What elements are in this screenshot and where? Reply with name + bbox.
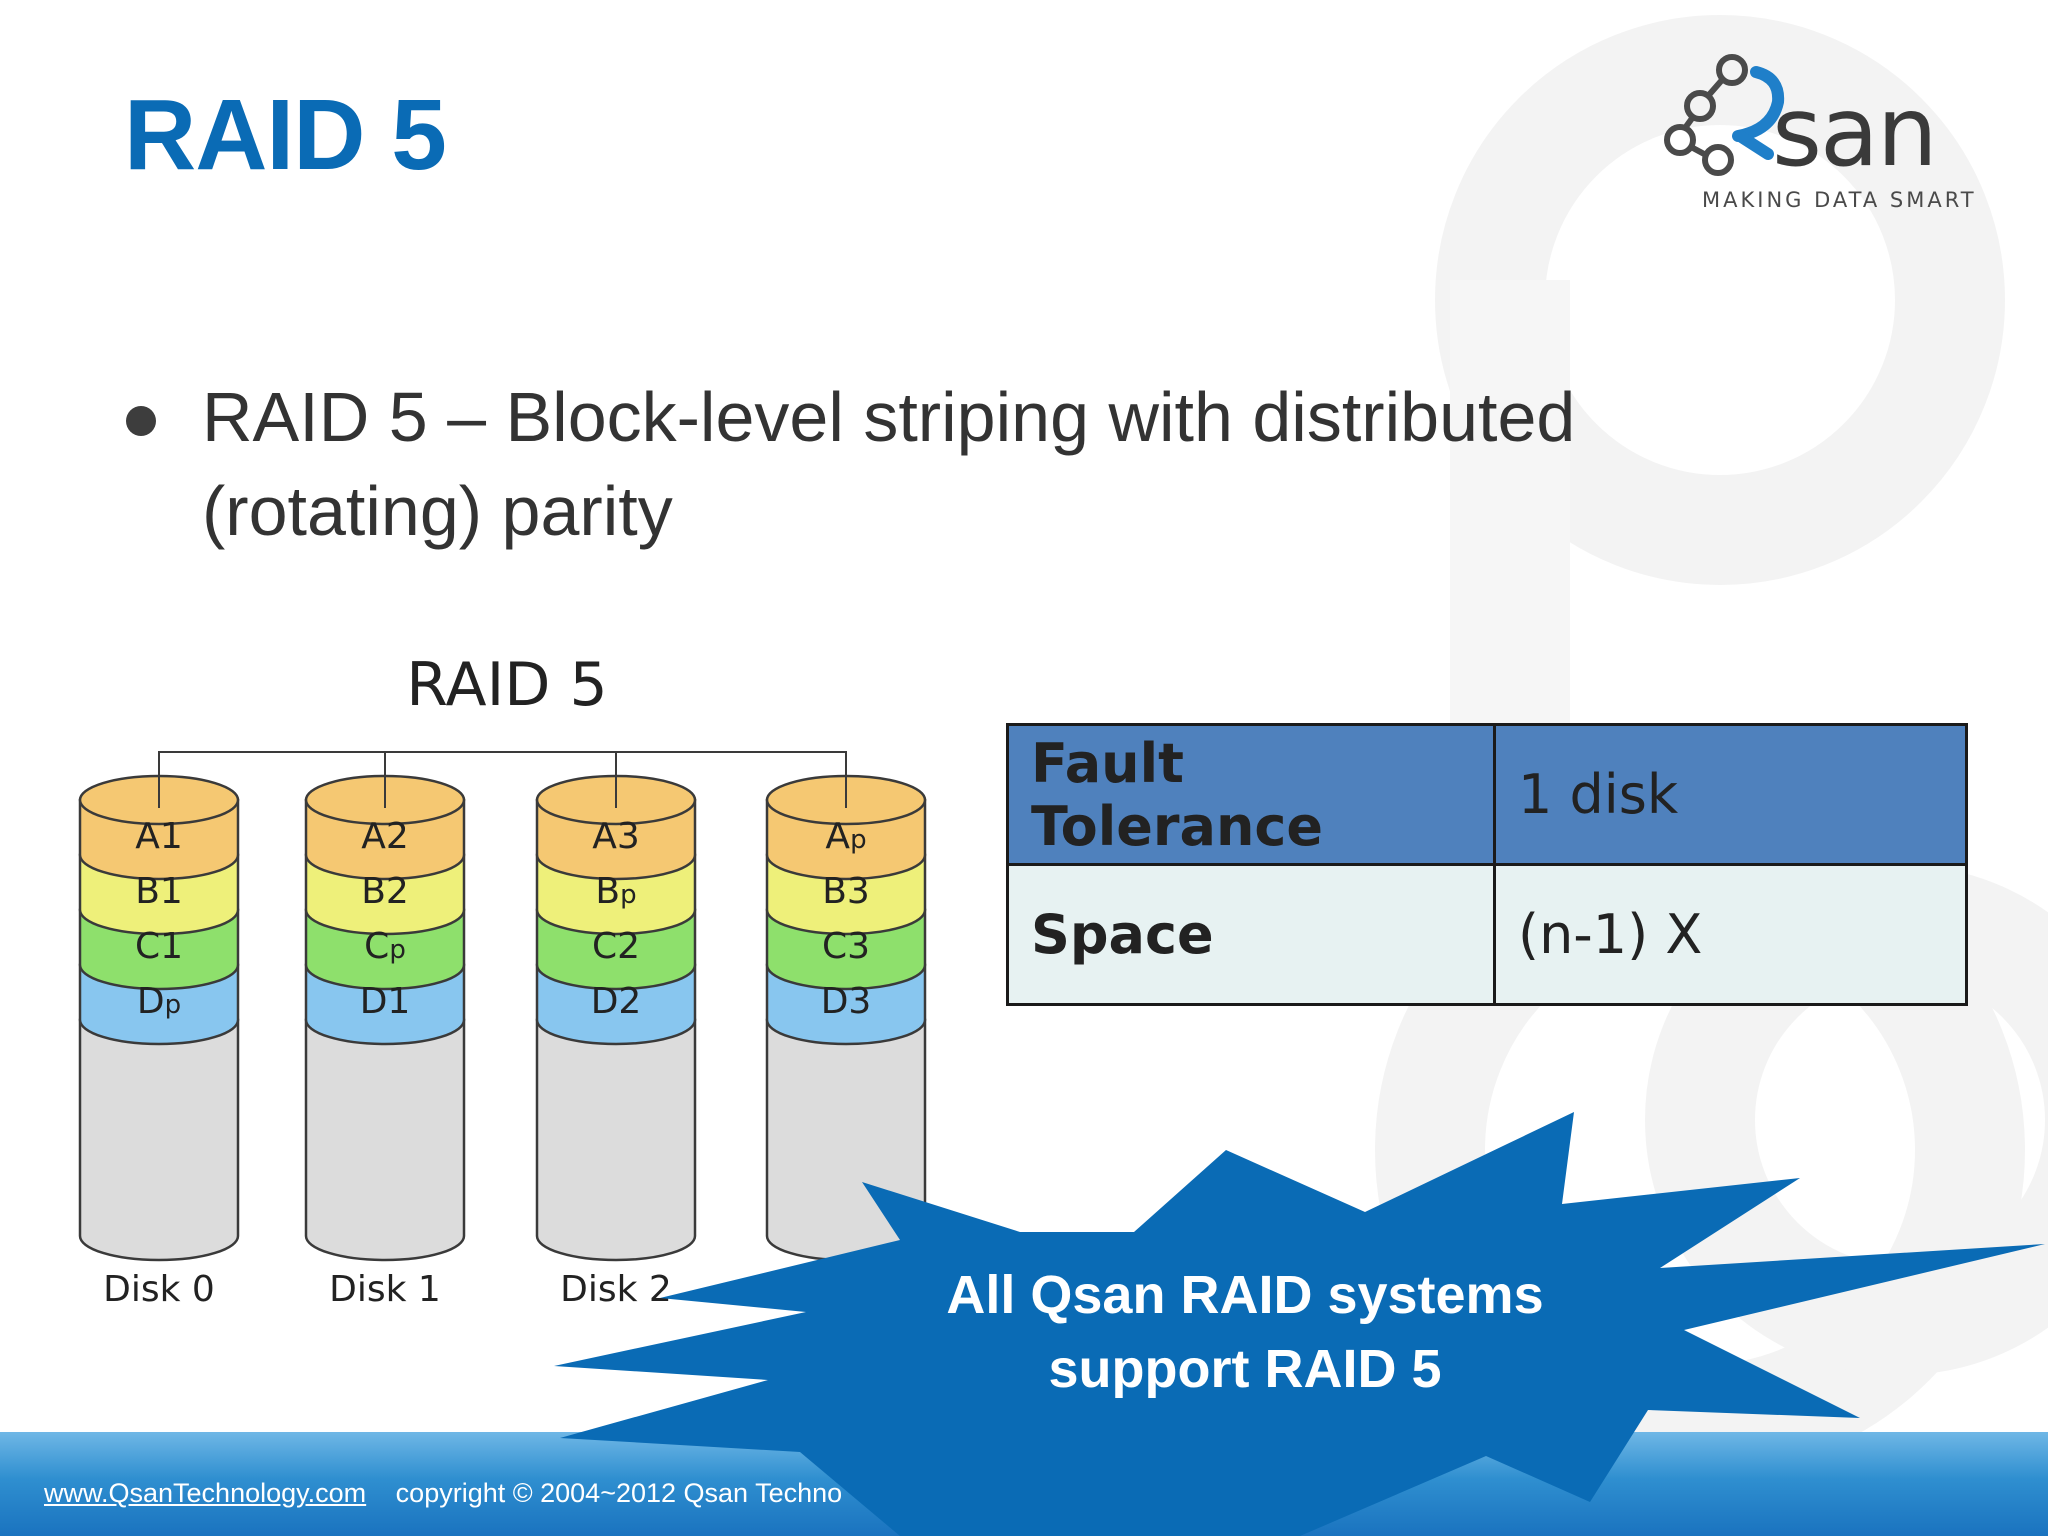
disk-label: Disk 3 — [790, 1269, 902, 1310]
footer-rights: All Rights …served. — [979, 1478, 1217, 1508]
disk-free-space — [765, 1018, 927, 1262]
block-label: D3 — [821, 981, 872, 1022]
block-label: C1 — [135, 926, 183, 967]
block-label: C3 — [822, 926, 870, 967]
bullet-text: RAID 5 – Block-level striping with distr… — [202, 378, 1576, 550]
space-label: Space — [1006, 863, 1496, 1006]
disk-free-space — [304, 1018, 466, 1262]
disk-label: Disk 2 — [560, 1269, 672, 1310]
disk-label: Disk 1 — [329, 1269, 441, 1310]
footer-text: www.QsanTechnology.com copyright © 2004~… — [44, 1478, 1217, 1509]
diagram-title: RAID 5 — [406, 660, 607, 720]
table-row-fault-tolerance: Fault Tolerance 1 disk — [1006, 723, 1968, 866]
block-label: B3 — [822, 871, 870, 912]
bullet-dot-icon — [126, 406, 156, 436]
block-label: D2 — [591, 981, 642, 1022]
block-label: Ap — [825, 816, 866, 857]
footer-copyright: copyright © 2004~2012 Qsan Techno — [395, 1478, 843, 1508]
callout-line-2: support RAID 5 — [1048, 1339, 1442, 1399]
logo-tagline: MAKING DATA SMART — [1702, 188, 1977, 212]
block-label: A3 — [592, 816, 640, 857]
spec-table: Fault Tolerance 1 disk Space (n-1) X — [1006, 723, 1968, 1006]
block-label: B1 — [135, 871, 183, 912]
fault-tolerance-value: 1 disk — [1493, 723, 1968, 866]
block-label: C2 — [592, 926, 640, 967]
diagram-connector — [158, 751, 847, 800]
callout-line-1: All Qsan RAID systems — [946, 1265, 1544, 1325]
footer-website-link[interactable]: www.QsanTechnology.com — [44, 1478, 367, 1508]
disk-label: Disk 0 — [103, 1269, 215, 1310]
logo-wordmark: san — [1772, 76, 1938, 188]
qsan-logo: san MAKING DATA SMART — [1660, 40, 2010, 220]
block-label: B2 — [361, 871, 409, 912]
callout-text: All Qsan RAID systems support RAID 5 — [900, 1258, 1590, 1406]
block-label: Dp — [137, 981, 181, 1022]
block-label: D1 — [360, 981, 411, 1022]
table-row-space: Space (n-1) X — [1006, 863, 1968, 1006]
logo-mark-icon — [1664, 54, 1785, 176]
disk-free-space — [535, 1018, 697, 1262]
block-label: A1 — [135, 816, 183, 857]
block-label: Cp — [364, 926, 406, 967]
block-label: A2 — [361, 816, 409, 857]
space-value: (n-1) X — [1493, 863, 1968, 1006]
footer-bar: www.QsanTechnology.com copyright © 2004~… — [0, 1432, 2048, 1536]
slide-title: RAID 5 — [124, 79, 447, 191]
disk-free-space — [78, 1018, 240, 1262]
fault-tolerance-label: Fault Tolerance — [1006, 723, 1496, 866]
